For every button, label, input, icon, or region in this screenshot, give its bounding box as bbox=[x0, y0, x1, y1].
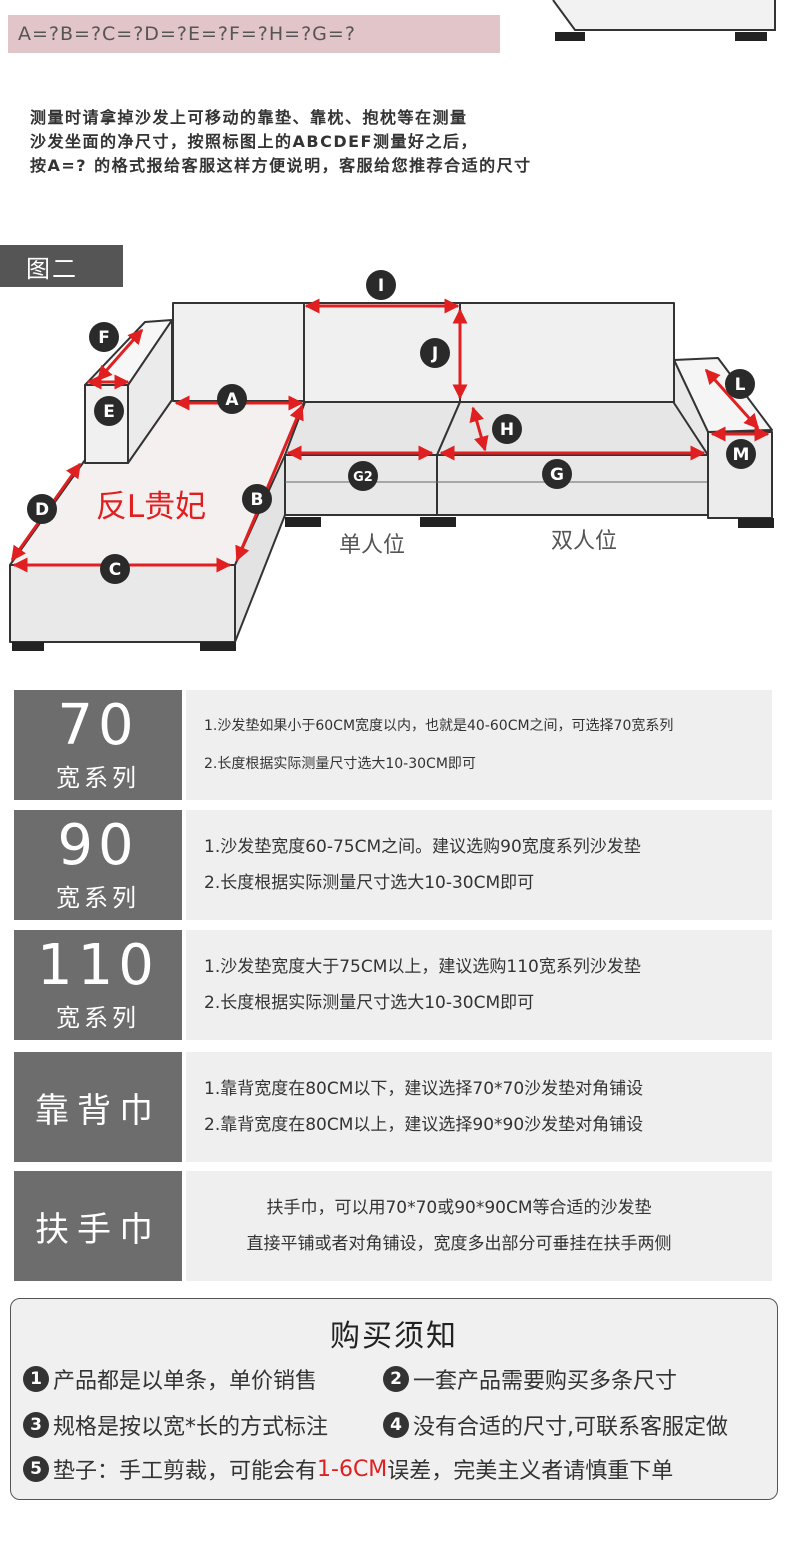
series-badge: 靠背巾 bbox=[14, 1052, 182, 1162]
single-seat-label: 单人位 bbox=[339, 533, 405, 558]
svg-text:J: J bbox=[431, 344, 438, 364]
note-text: 一套产品需要购买多条尺寸 bbox=[413, 1369, 678, 1394]
note-number: 3 bbox=[23, 1412, 49, 1438]
description-line: 2.长度根据实际测量尺寸选大10-30CM即可 bbox=[204, 873, 535, 893]
description-line: 2.长度根据实际测量尺寸选大10-30CM即可 bbox=[204, 993, 535, 1013]
instruction-line: 按A=? 的格式报给客服这样方便说明，客服给您推荐合适的尺寸 bbox=[30, 156, 532, 175]
series-row-armrest: 扶手巾 扶手巾，可以用70*70或90*90CM等合适的沙发垫 直接平铺或者对角… bbox=[14, 1171, 772, 1281]
sofa-diagram: I J F E A D B C H G2 G L M 反L贵妃 单人位 双人位 bbox=[0, 260, 790, 660]
diagram-labels: I J F E A D B C H G2 G L M 反L贵妃 单人位 双人位 bbox=[27, 270, 756, 584]
sofa-type-title: 反L贵妃 bbox=[96, 489, 206, 525]
note-text: 规格是按以宽*长的方式标注 bbox=[53, 1415, 329, 1440]
series-badge: 90 宽系列 bbox=[14, 810, 182, 920]
previous-sofa-fragment bbox=[552, 0, 776, 41]
marker-g2 bbox=[348, 461, 378, 491]
note-item: 2 一套产品需要购买多条尺寸 bbox=[383, 1363, 677, 1395]
series-row-backrest: 靠背巾 1.靠背宽度在80CM以下，建议选择70*70沙发垫对角铺设 2.靠背宽… bbox=[14, 1052, 772, 1162]
note-text: 没有合适的尺寸,可联系客服定做 bbox=[413, 1415, 728, 1440]
series-caption: 宽系列 bbox=[56, 763, 140, 792]
marker-a bbox=[217, 384, 247, 414]
svg-text:H: H bbox=[500, 420, 514, 440]
marker-f bbox=[89, 322, 119, 352]
series-caption: 宽系列 bbox=[56, 883, 140, 912]
marker-m bbox=[726, 439, 756, 469]
note-number: 1 bbox=[23, 1366, 49, 1392]
svg-text:B: B bbox=[251, 490, 264, 510]
notes-title: 购买须知 bbox=[330, 1319, 458, 1354]
note-text: 误差，完美主义者请慎重下单 bbox=[387, 1459, 674, 1484]
series-badge: 70 宽系列 bbox=[14, 690, 182, 800]
series-description: 1.靠背宽度在80CM以下，建议选择70*70沙发垫对角铺设 2.靠背宽度在80… bbox=[186, 1052, 772, 1162]
series-description: 1.沙发垫如果小于60CM宽度以内，也就是40-60CM之间，可选择70宽系列 … bbox=[186, 690, 772, 800]
svg-text:G: G bbox=[550, 465, 564, 485]
description-line: 1.靠背宽度在80CM以下，建议选择70*70沙发垫对角铺设 bbox=[204, 1079, 644, 1099]
description-line: 1.沙发垫如果小于60CM宽度以内，也就是40-60CM之间，可选择70宽系列 bbox=[204, 718, 674, 734]
series-description: 1.沙发垫宽度大于75CM以上，建议选购110宽系列沙发垫 2.长度根据实际测量… bbox=[186, 930, 772, 1040]
instruction-line: 沙发坐面的净尺寸，按照标图上的ABCDEF测量好之后， bbox=[30, 132, 478, 151]
marker-g bbox=[542, 459, 572, 489]
measurement-formula: A=?B=?C=?D=?E=?F=?H=?G=? bbox=[8, 15, 500, 53]
note-number: 5 bbox=[23, 1456, 49, 1482]
series-badge: 扶手巾 bbox=[14, 1171, 182, 1281]
marker-i bbox=[366, 270, 396, 300]
svg-text:D: D bbox=[35, 500, 49, 520]
series-description: 1.沙发垫宽度60-75CM之间。建议选购90宽度系列沙发垫 2.长度根据实际测… bbox=[186, 810, 772, 920]
series-badge: 110 宽系列 bbox=[14, 930, 182, 1040]
series-row-90: 90 宽系列 1.沙发垫宽度60-75CM之间。建议选购90宽度系列沙发垫 2.… bbox=[14, 810, 772, 920]
series-number: 110 bbox=[37, 932, 159, 998]
measurement-instructions: 测量时请拿掉沙发上可移动的靠垫、靠枕、抱枕等在测量 沙发坐面的净尺寸，按照标图上… bbox=[30, 106, 750, 178]
marker-j bbox=[420, 338, 450, 368]
marker-d bbox=[27, 494, 57, 524]
svg-text:G2: G2 bbox=[353, 470, 373, 485]
back-cushion-right bbox=[459, 302, 675, 404]
series-title: 靠背巾 bbox=[35, 1090, 161, 1131]
series-title: 扶手巾 bbox=[35, 1209, 161, 1250]
description-line: 直接平铺或者对角铺设，宽度多出部分可垂挂在扶手两侧 bbox=[246, 1234, 672, 1254]
marker-c bbox=[100, 554, 130, 584]
svg-text:E: E bbox=[103, 402, 115, 422]
double-seat-label: 双人位 bbox=[551, 529, 617, 554]
svg-text:I: I bbox=[378, 276, 384, 296]
marker-e bbox=[94, 396, 124, 426]
marker-b bbox=[242, 484, 272, 514]
series-number: 70 bbox=[57, 692, 139, 758]
description-line: 扶手巾，可以用70*70或90*90CM等合适的沙发垫 bbox=[266, 1198, 652, 1218]
note-item: 4 没有合适的尺寸,可联系客服定做 bbox=[383, 1409, 728, 1441]
series-row-70: 70 宽系列 1.沙发垫如果小于60CM宽度以内，也就是40-60CM之间，可选… bbox=[14, 690, 772, 800]
svg-text:M: M bbox=[733, 445, 750, 465]
note-number: 2 bbox=[383, 1366, 409, 1392]
series-caption: 宽系列 bbox=[56, 1003, 140, 1032]
figure-label: 图二 bbox=[0, 245, 123, 287]
instruction-line: 测量时请拿掉沙发上可移动的靠垫、靠枕、抱枕等在测量 bbox=[30, 108, 468, 127]
series-description: 扶手巾，可以用70*70或90*90CM等合适的沙发垫 直接平铺或者对角铺设，宽… bbox=[186, 1171, 772, 1281]
svg-text:L: L bbox=[735, 375, 746, 395]
note-item: 1 产品都是以单条，单价销售 bbox=[23, 1363, 317, 1395]
description-line: 1.沙发垫宽度大于75CM以上，建议选购110宽系列沙发垫 bbox=[204, 957, 641, 977]
description-line: 2.靠背宽度在80CM以上，建议选择90*90沙发垫对角铺设 bbox=[204, 1115, 644, 1135]
svg-text:A: A bbox=[225, 390, 239, 410]
note-item: 3 规格是按以宽*长的方式标注 bbox=[23, 1409, 328, 1441]
series-number: 90 bbox=[57, 812, 139, 878]
note-text: 垫子：手工剪裁，可能会有 bbox=[53, 1459, 318, 1484]
series-row-110: 110 宽系列 1.沙发垫宽度大于75CM以上，建议选购110宽系列沙发垫 2.… bbox=[14, 930, 772, 1040]
marker-l bbox=[725, 369, 755, 399]
note-number: 4 bbox=[383, 1412, 409, 1438]
description-line: 2.长度根据实际测量尺寸选大10-30CM即可 bbox=[204, 756, 476, 772]
note-tolerance: 1-6CM bbox=[317, 1456, 388, 1482]
marker-h bbox=[492, 414, 522, 444]
description-line: 1.沙发垫宽度60-75CM之间。建议选购90宽度系列沙发垫 bbox=[204, 837, 641, 857]
note-text: 产品都是以单条，单价销售 bbox=[53, 1369, 318, 1394]
svg-text:C: C bbox=[109, 560, 121, 580]
purchase-notes: 购买须知 1 产品都是以单条，单价销售 2 一套产品需要购买多条尺寸 3 规格是… bbox=[10, 1298, 778, 1500]
svg-text:F: F bbox=[98, 328, 110, 348]
